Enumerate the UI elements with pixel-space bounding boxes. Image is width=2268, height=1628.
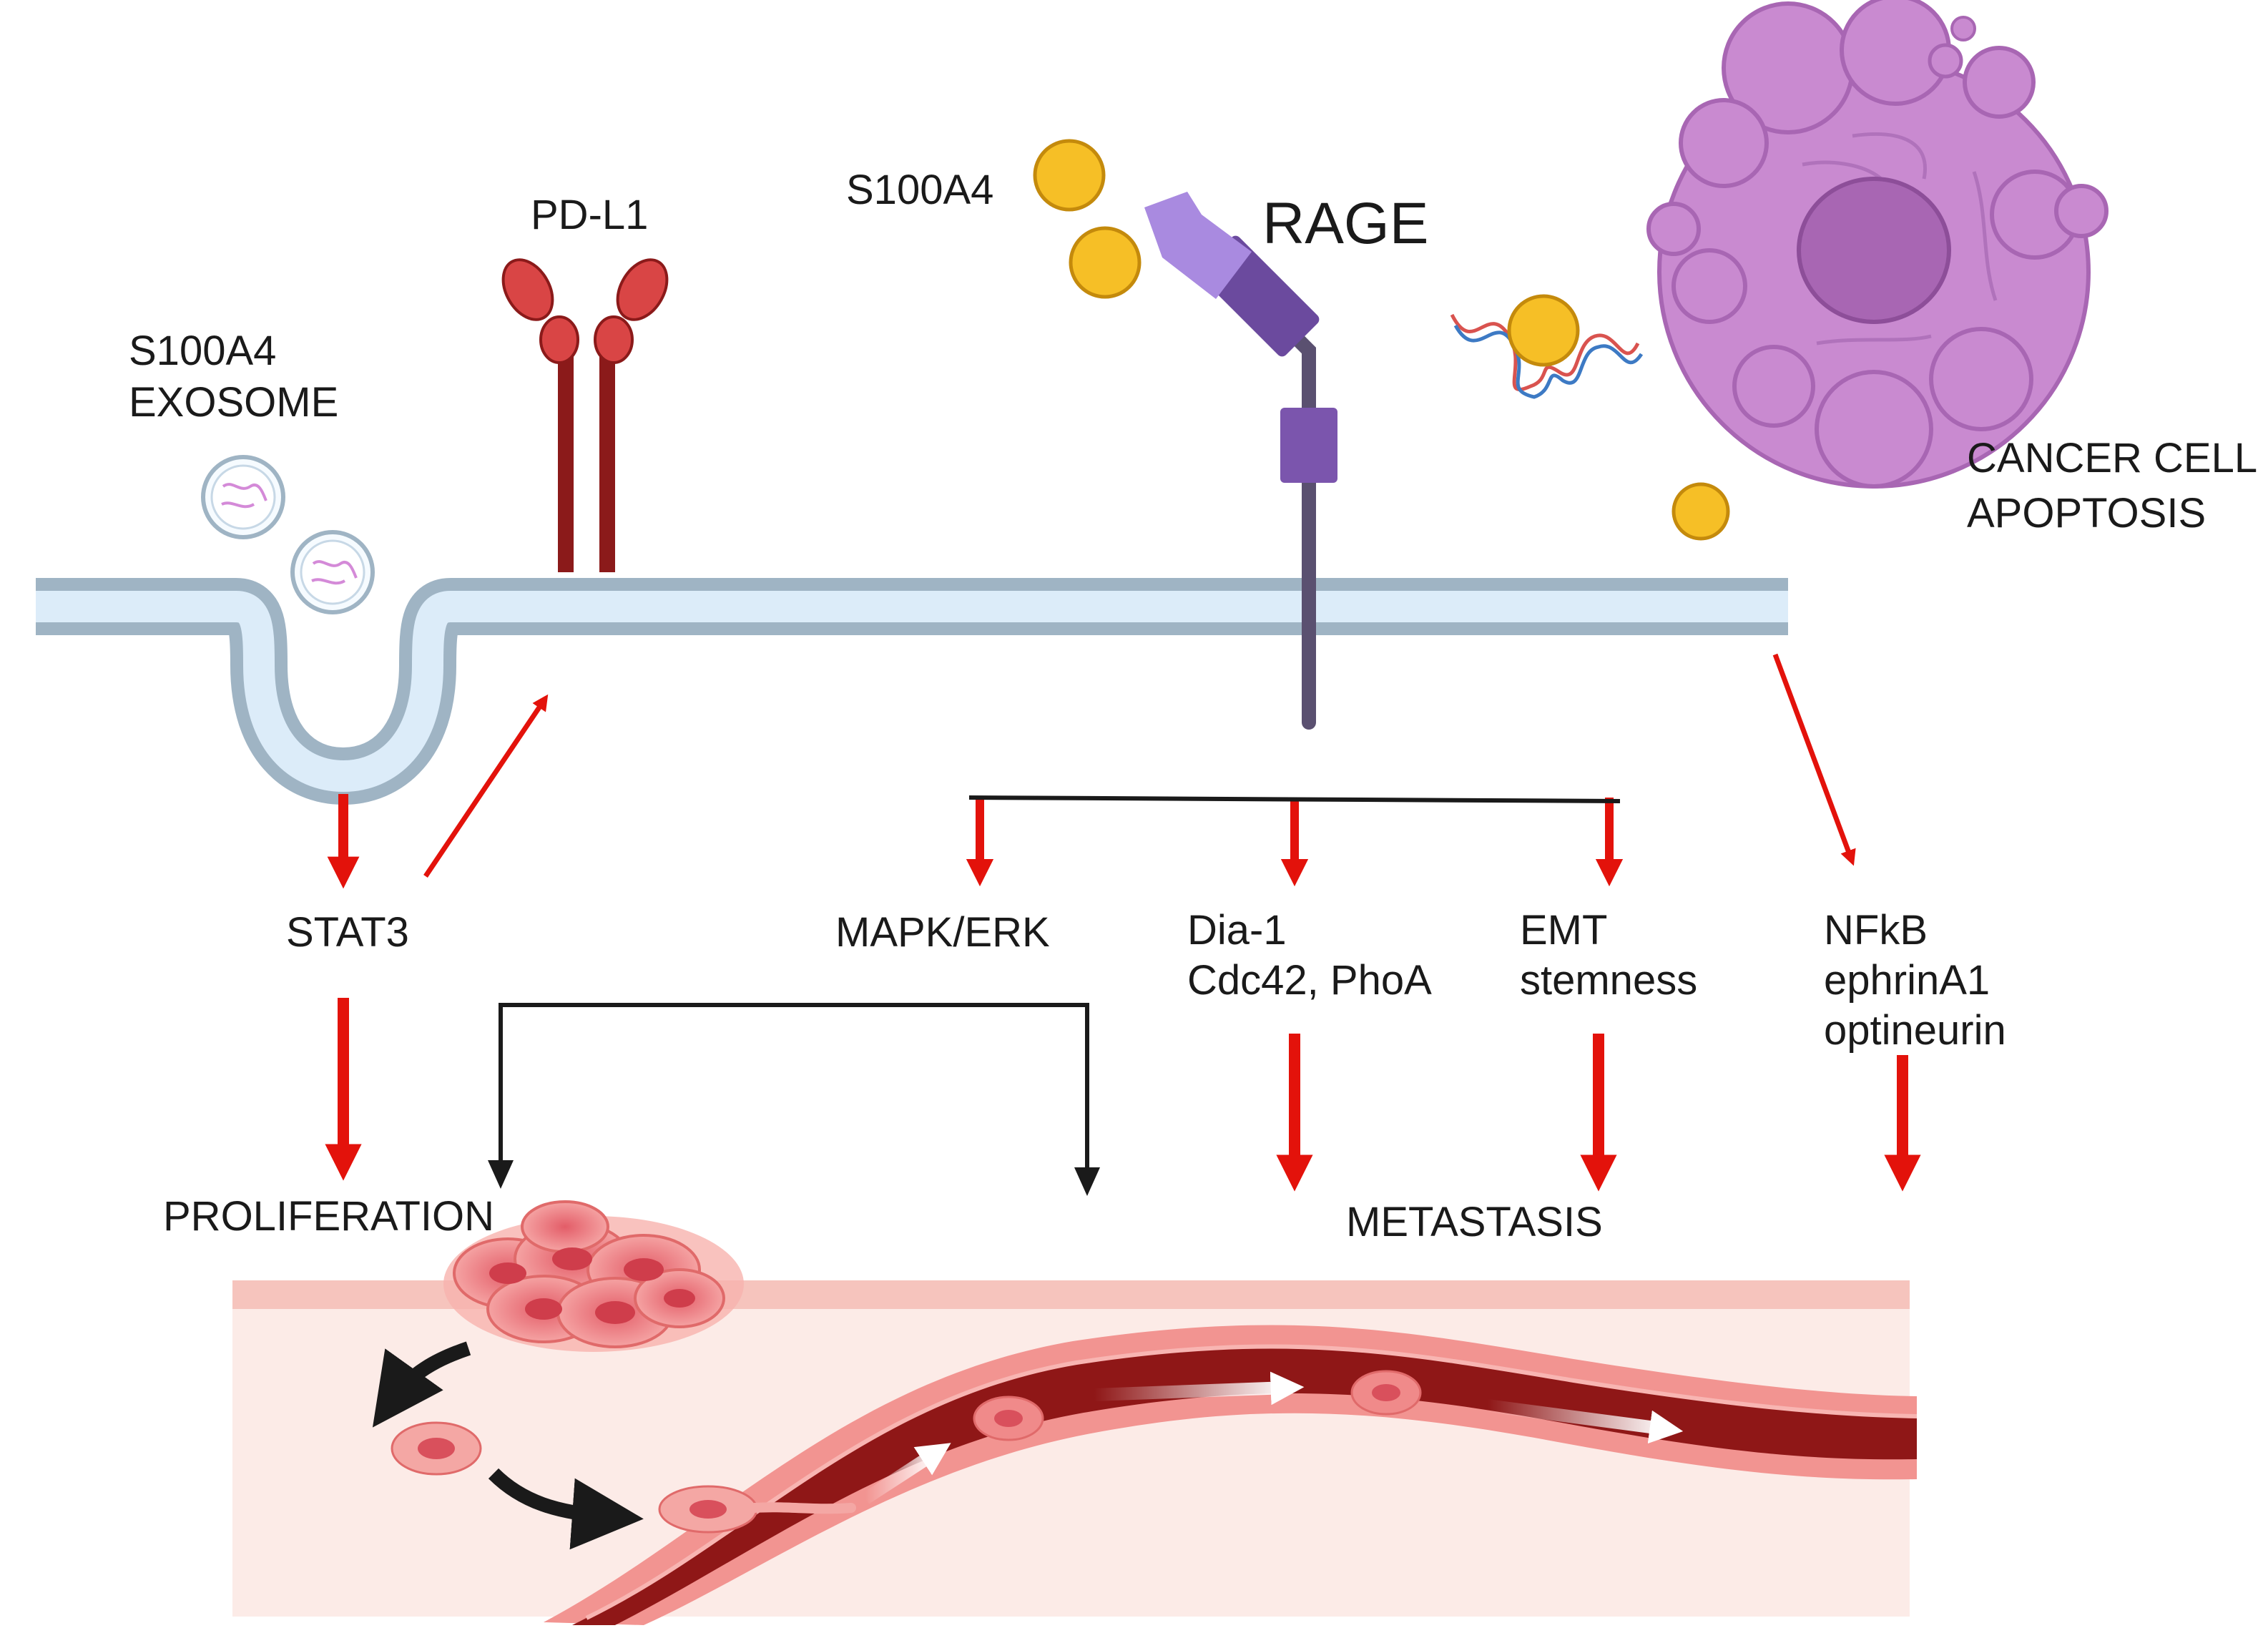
vessel-inner-highlight — [585, 1344, 1918, 1620]
red-arrows — [325, 653, 1921, 1192]
rage-receptor — [1144, 192, 1337, 730]
membrane-inner — [36, 591, 1788, 793]
exosome-label: S100A4 — [129, 328, 276, 374]
mapk-erk-label: MAPK/ERK — [835, 909, 1050, 956]
rage-stalk — [1273, 315, 1316, 730]
pdl1-receptor — [501, 258, 669, 572]
dia1-label: Dia-1 — [1187, 907, 1287, 953]
mapk-bracket-arrow-right — [1074, 1167, 1100, 1196]
exosome-vesicle — [201, 455, 285, 539]
flow-arrow — [862, 1443, 951, 1504]
blood-flow-arrows — [862, 1371, 1684, 1504]
apoptotic-nucleus — [1797, 177, 1951, 324]
black-connectors — [488, 795, 1621, 1196]
pdl1-label: PD-L1 — [531, 192, 648, 238]
dia1-label: Cdc42, PhoA — [1187, 957, 1432, 1004]
apoptosis-label: CANCER CELL — [1967, 435, 2257, 481]
flow-arrow — [1094, 1371, 1305, 1406]
arrow-membrane-to-nfkb — [1772, 653, 1856, 866]
nfkb-label: NFkB — [1824, 907, 1928, 953]
blood-vessel — [544, 1325, 1918, 1625]
emt-label: EMT — [1520, 907, 1607, 953]
emt-label: stemness — [1520, 957, 1697, 1004]
nfkb-label: ephrinA1 — [1824, 957, 1990, 1004]
rage-branch-bar — [968, 795, 1621, 803]
proliferation-label: PROLIFERATION — [163, 1193, 494, 1240]
mapk-bracket — [499, 1003, 1089, 1173]
apoptotic-cancer-cell — [1646, 0, 2109, 489]
mapk-bracket-arrow-left — [488, 1160, 514, 1189]
s100a4-ligand — [1033, 139, 1106, 212]
s100a4-ligand — [1069, 226, 1142, 299]
apoptosis-label: APOPTOSIS — [1967, 490, 2206, 536]
migration-arrow — [488, 1468, 644, 1550]
rage-label: RAGE — [1262, 191, 1428, 256]
stat3-label: STAT3 — [286, 909, 409, 956]
primary-tumor — [443, 1200, 744, 1352]
exosome-label: EXOSOME — [129, 379, 338, 426]
detached-tumor-cell — [391, 1421, 482, 1476]
intravasating-tumor-cell — [658, 1485, 856, 1534]
arrow-stat3-to-pdl1 — [423, 694, 549, 878]
nfkb-label: optineurin — [1824, 1007, 2006, 1054]
s100a4-ligand — [1671, 482, 1730, 541]
circulating-tumor-cell — [973, 1396, 1044, 1441]
circulating-tumor-cell — [1350, 1370, 1422, 1416]
rage-transmembrane-domain — [1280, 408, 1337, 483]
s100a4-dna-complex — [1450, 294, 1644, 399]
cell-membrane — [36, 578, 1788, 805]
flow-arrow — [1486, 1399, 1684, 1444]
exosome-vesicle — [290, 530, 375, 614]
rage-v-domain — [1144, 192, 1252, 299]
s100a4-label: S100A4 — [846, 167, 993, 213]
metastasis-label: METASTASIS — [1346, 1199, 1603, 1245]
migration-arrow — [372, 1341, 471, 1428]
